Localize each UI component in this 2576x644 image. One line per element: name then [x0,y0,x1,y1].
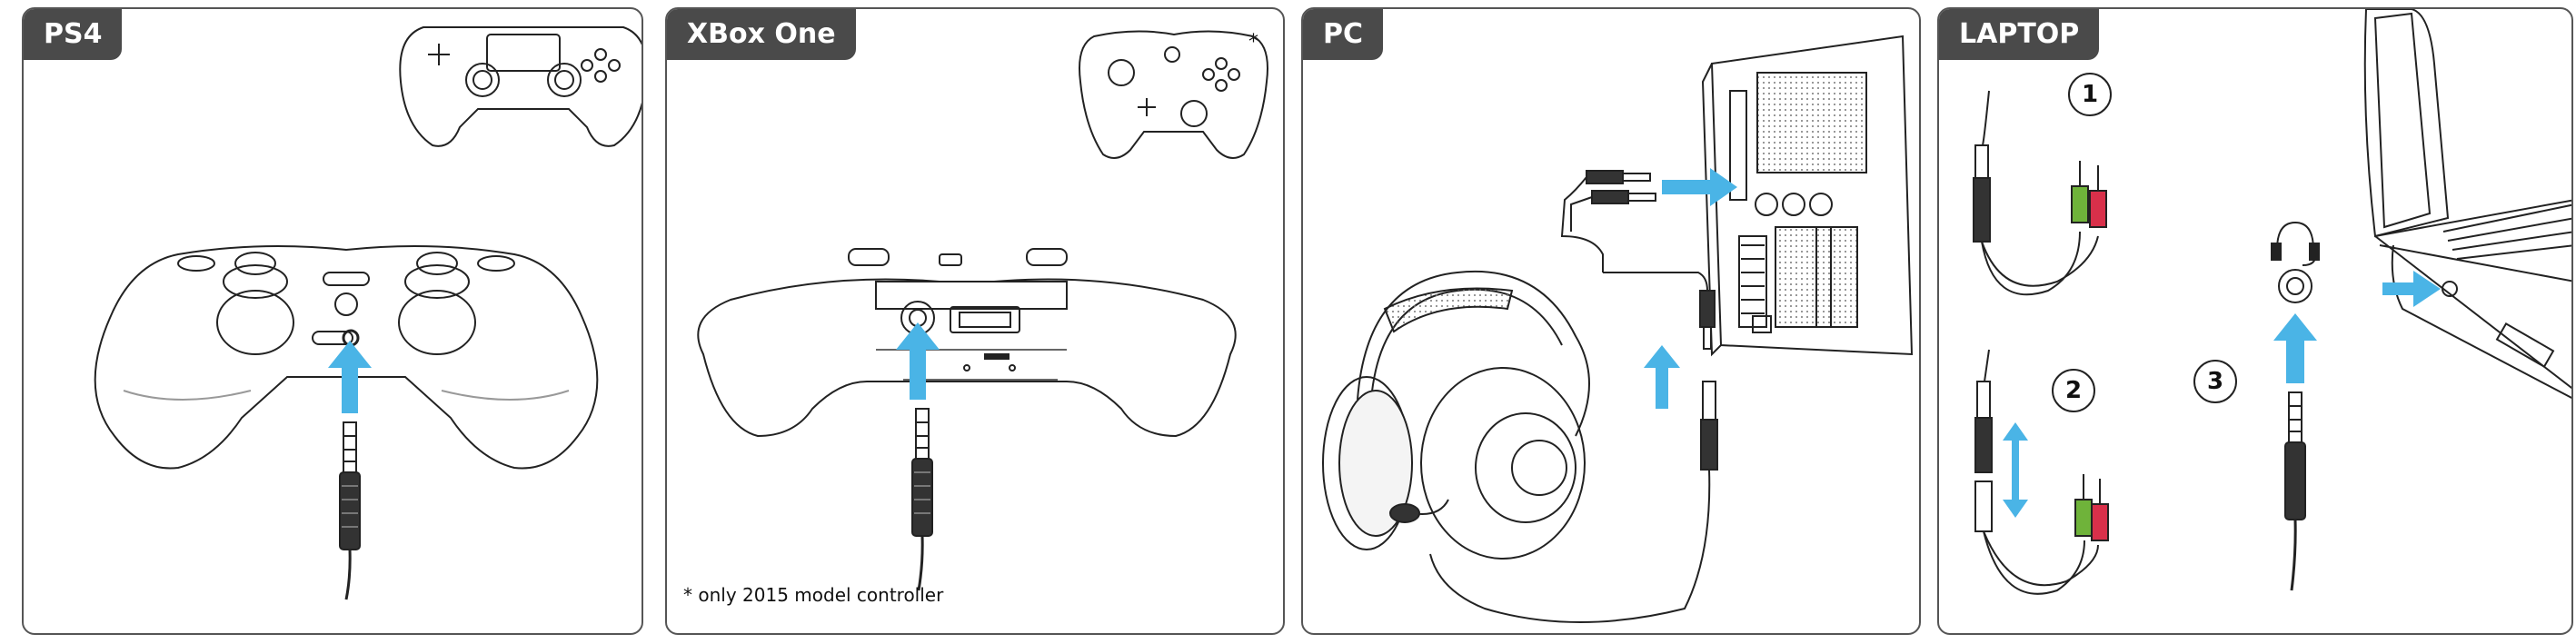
panel-xbox-one: XBox One * [665,7,1285,635]
xbox-controller-large-icon [698,249,1235,436]
laptop-icon [2365,9,2573,400]
xbox-insert-arrow-icon [896,322,940,400]
step-2-cable-icon [1975,350,2108,594]
ps4-controller-small-icon [400,27,643,146]
pc-stereo-jacks-icon [1562,171,1656,272]
xbox-footnote: * only 2015 model controller [683,584,943,606]
step-1-cable-icon [1974,91,2106,294]
ps4-illustration [24,9,643,635]
pc-insert-arrow-up-icon [1644,345,1680,409]
laptop-illustration [1939,9,2573,635]
xbox-controller-small-icon [1079,31,1268,158]
ps4-audio-jack-icon [340,422,360,599]
xbox-audio-jack-icon [912,409,932,590]
panel-pc: PC [1301,7,1921,635]
step-3-audio-jack-icon [2285,392,2305,590]
pc-illustration [1303,9,1921,635]
headset-symbol-icon [2272,223,2319,265]
pc-headset-icon [1323,272,1589,559]
xbox-illustration [667,9,1285,635]
headphone-jack-port-icon [2279,270,2312,302]
panel-ps4: PS4 [22,7,643,635]
laptop-insert-arrow-icon [2382,271,2441,307]
pc-insert-arrow-right-icon [1662,168,1737,206]
pc-splitter-cable-icon [1430,272,1717,622]
step-3-insert-arrow-icon [2273,313,2317,383]
pc-tower-icon [1703,36,1912,354]
step-2-double-arrow-icon [2003,422,2028,518]
panel-laptop: LAPTOP 1 2 3 [1937,7,2573,635]
